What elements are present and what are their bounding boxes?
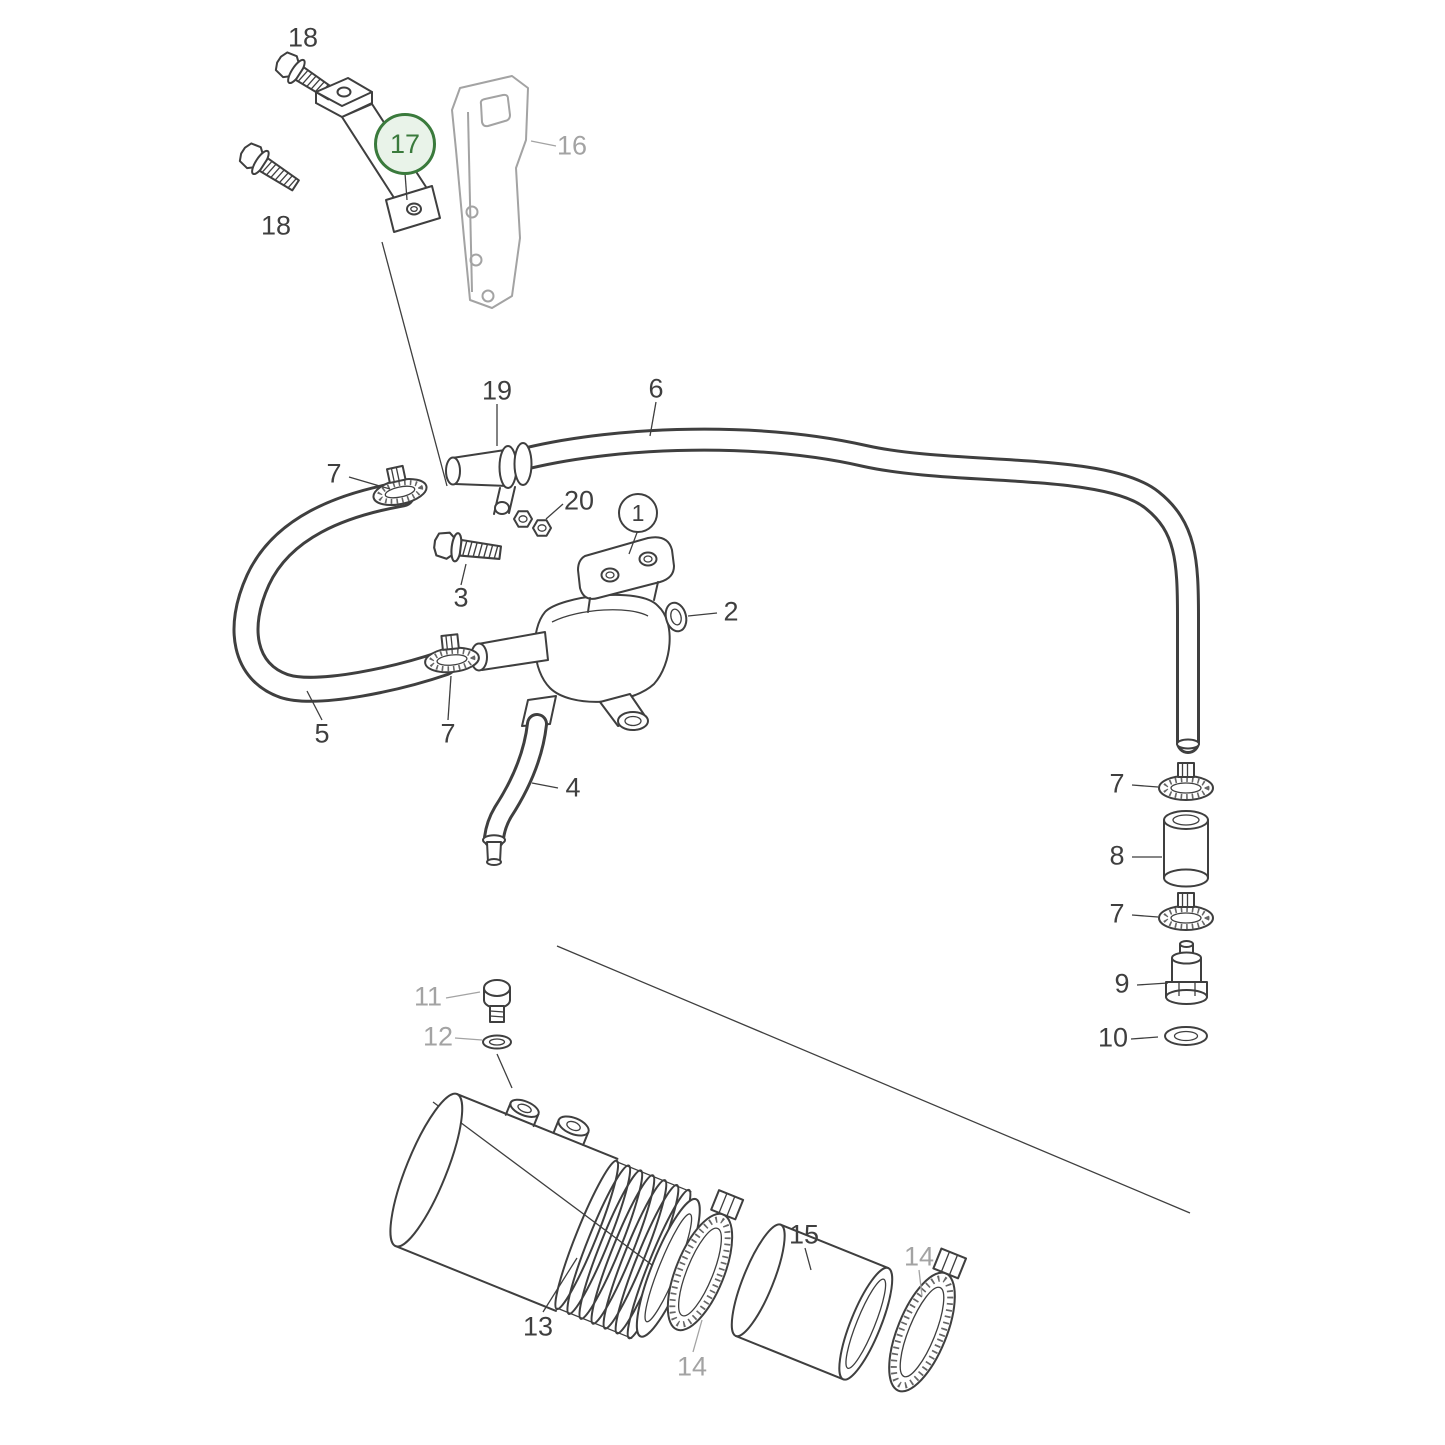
callout-7-lower-left: 7	[440, 718, 456, 749]
leader-7-right-bottom	[1131, 914, 1159, 918]
part-7-clamp-lower-left	[423, 632, 481, 674]
line-bracket-to-fitting	[381, 241, 448, 487]
callout-3: 3	[453, 582, 469, 613]
leader-17	[404, 172, 408, 201]
leader-15	[804, 1247, 812, 1271]
callout-7-right-bottom: 7	[1109, 898, 1125, 929]
part-2-seal-ring	[664, 601, 688, 633]
callout-18-bottom: 18	[260, 210, 292, 241]
leader-7-lower-left	[447, 675, 452, 721]
callout-20: 20	[563, 485, 595, 516]
leader-3	[460, 563, 467, 586]
part-4-elbow-pipe	[482, 713, 548, 866]
leader-12	[454, 1037, 483, 1041]
leader-11	[445, 991, 481, 999]
part-3-bolt	[431, 529, 503, 568]
callout-6: 6	[648, 373, 664, 404]
line-assembly-diagonal	[556, 945, 1191, 1214]
leader-5	[306, 690, 323, 721]
callout-18-top: 18	[287, 22, 319, 53]
part-10-washer	[1164, 1026, 1208, 1046]
callout-7-right-top: 7	[1109, 768, 1125, 799]
part-19-fitting	[445, 442, 533, 515]
leader-14-right	[918, 1269, 923, 1297]
callout-7-upper-left: 7	[326, 458, 342, 489]
part-20-nuts	[513, 510, 552, 537]
part-16-bracket-plate	[451, 75, 529, 309]
part-11-plug	[483, 979, 511, 1023]
callout-15: 15	[788, 1219, 820, 1250]
line-muffler-diagonal	[432, 1101, 696, 1298]
part-15-hose-sleeve	[730, 1223, 894, 1381]
leader-16	[530, 140, 557, 147]
callout-11: 11	[413, 981, 443, 1012]
leader-9	[1136, 982, 1169, 986]
callout-2: 2	[723, 596, 739, 627]
callout-1-circled: 1	[618, 493, 658, 533]
leader-14-middle	[692, 1319, 703, 1353]
part-18-screw-bottom	[234, 138, 304, 198]
leader-10	[1130, 1036, 1159, 1040]
part-1-valve	[470, 536, 675, 731]
part-9-fitting	[1165, 940, 1208, 1005]
callout-14-right: 14	[903, 1241, 935, 1272]
leader-1	[628, 529, 639, 555]
leader-7-upper-left	[348, 476, 391, 490]
callout-5: 5	[314, 718, 330, 749]
part-7-clamp-right-bottom	[1159, 893, 1213, 930]
leader-6	[649, 401, 657, 437]
leader-2	[687, 612, 718, 617]
callout-19: 19	[481, 375, 513, 406]
leader-7-right-top	[1131, 784, 1159, 788]
leader-4	[531, 782, 559, 789]
line-plug-to-port	[496, 1053, 513, 1089]
part-5-hose	[232, 480, 458, 703]
callout-12: 12	[422, 1021, 454, 1052]
callout-4: 4	[565, 772, 581, 803]
callout-9: 9	[1114, 968, 1130, 999]
leader-13	[542, 1257, 578, 1313]
callout-10: 10	[1097, 1022, 1129, 1053]
callout-16: 16	[556, 130, 588, 161]
part-8-sleeve	[1163, 810, 1209, 888]
part-7-clamp-right-top	[1159, 763, 1213, 800]
part-13-muffler	[389, 1092, 701, 1340]
part-12-washer	[482, 1034, 512, 1050]
callout-8: 8	[1109, 840, 1125, 871]
callout-14-middle: 14	[676, 1351, 708, 1382]
leader-20	[545, 503, 564, 520]
callout-13: 13	[522, 1311, 554, 1342]
callout-17-highlighted[interactable]: 17	[374, 113, 436, 175]
part-6-hose	[516, 427, 1200, 754]
